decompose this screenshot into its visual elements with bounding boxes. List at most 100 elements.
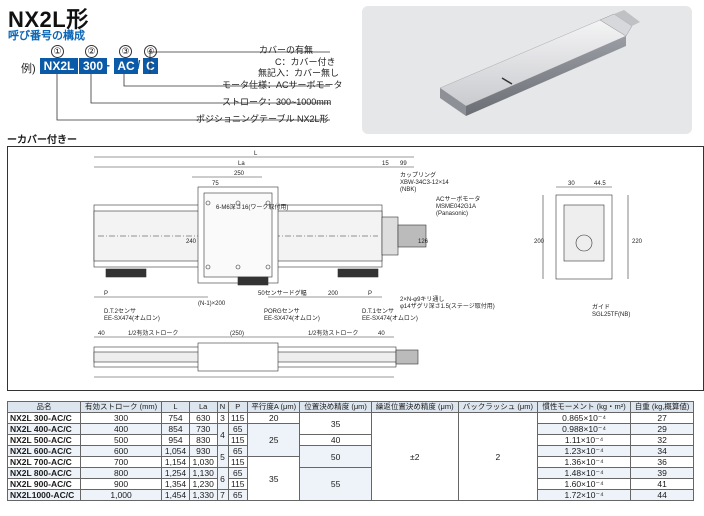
cell-P: 65 bbox=[227, 423, 249, 435]
cell-P: 115 bbox=[227, 456, 249, 468]
cell-L: 954 bbox=[161, 434, 190, 446]
col-inertia: 慣性モーメント (kg・m²) bbox=[536, 401, 632, 413]
table-row: NX2L 900-AC/C 900 1,354 1,230 115 1.60×1… bbox=[7, 478, 694, 490]
note-mount-holes: 2×N-φ9キリ通し bbox=[400, 295, 444, 303]
cell-weight: 39 bbox=[630, 467, 694, 479]
code-number-2: ② bbox=[85, 45, 98, 58]
cell-inertia: 1.11×10⁻⁴ bbox=[536, 434, 632, 446]
table-row: NX2L 500-AC/C 500 954 830 115 40 1.11×10… bbox=[7, 434, 694, 446]
cell-La: 1,230 bbox=[188, 478, 218, 490]
cell-N: 3 bbox=[216, 412, 229, 424]
cell-La: 930 bbox=[188, 445, 218, 457]
dim-220: 220 bbox=[632, 239, 643, 245]
dim-La: La bbox=[238, 161, 245, 167]
cell-stroke: 1,000 bbox=[79, 489, 163, 501]
cell-name: NX2L 300-AC/C bbox=[7, 412, 81, 424]
cell-name: NX2L 500-AC/C bbox=[7, 434, 81, 446]
note-dt2-model: EE-SX474(オムロン) bbox=[104, 315, 160, 322]
note-40-right: 40 bbox=[378, 331, 385, 337]
code-sep-dash: - bbox=[106, 58, 110, 72]
cell-inertia: 1.60×10⁻⁴ bbox=[536, 478, 632, 490]
cell-name: NX2L 600-AC/C bbox=[7, 445, 81, 457]
col-repeat: 繰返位置決め精度 (μm) bbox=[370, 401, 459, 413]
cell-position: 50 bbox=[299, 445, 372, 468]
table-row: NX2L1000-AC/C 1,000 1,454 1,330 7 65 1.7… bbox=[7, 489, 694, 501]
note-servo-model: MSME042G1A bbox=[436, 204, 476, 210]
cell-La: 730 bbox=[188, 423, 218, 435]
dim-30: 30 bbox=[568, 181, 575, 187]
note-coupling-model: XBW-34C3-12×14 bbox=[400, 180, 449, 186]
dim-99: 99 bbox=[400, 161, 407, 167]
cell-name: NX2L 900-AC/C bbox=[7, 478, 81, 490]
cell-inertia: 0.988×10⁻⁴ bbox=[536, 423, 632, 435]
spec-table: 品名 有効ストローク (mm) L La N P 平行度A (μm) 位置決め精… bbox=[7, 401, 694, 501]
note-p-left: P bbox=[104, 291, 108, 297]
cell-stroke: 600 bbox=[79, 445, 163, 457]
table-row: NX2L 800-AC/C 800 1,254 1,130 6 65 55 1.… bbox=[7, 467, 694, 501]
code-part-cover: C bbox=[143, 58, 158, 74]
cell-P: 65 bbox=[227, 445, 249, 457]
note-dt2-sensor: D.T.2センサ bbox=[104, 308, 136, 315]
page-subtitle: 呼び番号の構成 bbox=[8, 30, 85, 42]
cell-weight: 29 bbox=[630, 423, 694, 435]
cell-La: 830 bbox=[188, 434, 218, 446]
col-stroke: 有効ストローク (mm) bbox=[79, 401, 163, 413]
dim-200: 200 bbox=[534, 239, 545, 245]
cell-L: 1,254 bbox=[161, 467, 190, 479]
technical-drawing: L La 15 99 250 75 240 126 30 44.5 200 22… bbox=[93, 151, 643, 378]
cell-name: NX2L1000-AC/C bbox=[7, 489, 81, 501]
cell-inertia: 1.48×10⁻⁴ bbox=[536, 467, 632, 479]
label-cover: カバーの有無 bbox=[259, 45, 314, 55]
cell-P: 65 bbox=[227, 467, 249, 479]
cell-La: 1,130 bbox=[188, 467, 218, 479]
note-dt1-sensor: D.T.1センサ bbox=[362, 308, 394, 315]
col-La: La bbox=[188, 401, 218, 413]
cell-stroke: 900 bbox=[79, 478, 163, 490]
code-part-motor: AC bbox=[114, 58, 138, 74]
note-coupling: カップリング bbox=[400, 171, 436, 179]
cell-name: NX2L 700-AC/C bbox=[7, 456, 81, 468]
cell-inertia: 1.36×10⁻⁴ bbox=[536, 456, 632, 468]
cell-L: 754 bbox=[161, 412, 190, 424]
cell-parallel: 25 bbox=[247, 423, 301, 457]
note-coupling-maker: (NBK) bbox=[400, 187, 416, 193]
drawing-section-title: ーカバー付きー bbox=[7, 135, 77, 146]
cell-name: NX2L 400-AC/C bbox=[7, 423, 81, 435]
cell-stroke: 800 bbox=[79, 467, 163, 479]
cell-repeat: ±2 bbox=[370, 412, 459, 501]
cell-name: NX2L 800-AC/C bbox=[7, 467, 81, 479]
cell-parallel: 20 bbox=[247, 412, 301, 424]
cell-L: 1,454 bbox=[161, 489, 190, 501]
note-servo-maker: (Panasonic) bbox=[436, 211, 468, 217]
cell-inertia: 0.865×10⁻⁴ bbox=[536, 412, 632, 424]
code-part-series: NX2L bbox=[40, 58, 78, 74]
cell-N: 5 bbox=[216, 445, 229, 468]
cell-position: 35 bbox=[299, 412, 372, 435]
dim-15: 15 bbox=[382, 161, 389, 167]
page-title: NX2L形 bbox=[8, 7, 89, 32]
note-dt1-model: EE-SX474(オムロン) bbox=[362, 315, 418, 322]
cell-L: 1,154 bbox=[161, 456, 190, 468]
dim-L: L bbox=[254, 151, 258, 157]
cell-L: 854 bbox=[161, 423, 190, 435]
cell-weight: 27 bbox=[630, 412, 694, 424]
cell-stroke: 300 bbox=[79, 412, 163, 424]
col-position: 位置決め精度 (μm) bbox=[299, 401, 372, 413]
col-L: L bbox=[161, 401, 190, 413]
code-number-4: ④ bbox=[144, 45, 157, 58]
cell-N: 4 bbox=[216, 423, 229, 446]
note-pitch: (N-1)×200 bbox=[198, 301, 226, 307]
col-parallel: 平行度A (μm) bbox=[247, 401, 301, 413]
cell-parallel: 35 bbox=[247, 456, 301, 501]
cell-N: 6 bbox=[216, 467, 229, 490]
cell-weight: 41 bbox=[630, 478, 694, 490]
dim-240: 240 bbox=[186, 239, 197, 245]
code-sep-slash: / bbox=[137, 58, 141, 72]
note-200: 200 bbox=[328, 291, 339, 297]
cell-L: 1,354 bbox=[161, 478, 190, 490]
cell-stroke: 500 bbox=[79, 434, 163, 446]
cell-N: 7 bbox=[216, 489, 229, 501]
cell-La: 1,330 bbox=[188, 489, 218, 501]
example-label: 例) bbox=[21, 63, 36, 75]
label-cover-with: C：カバー付き bbox=[275, 57, 336, 67]
